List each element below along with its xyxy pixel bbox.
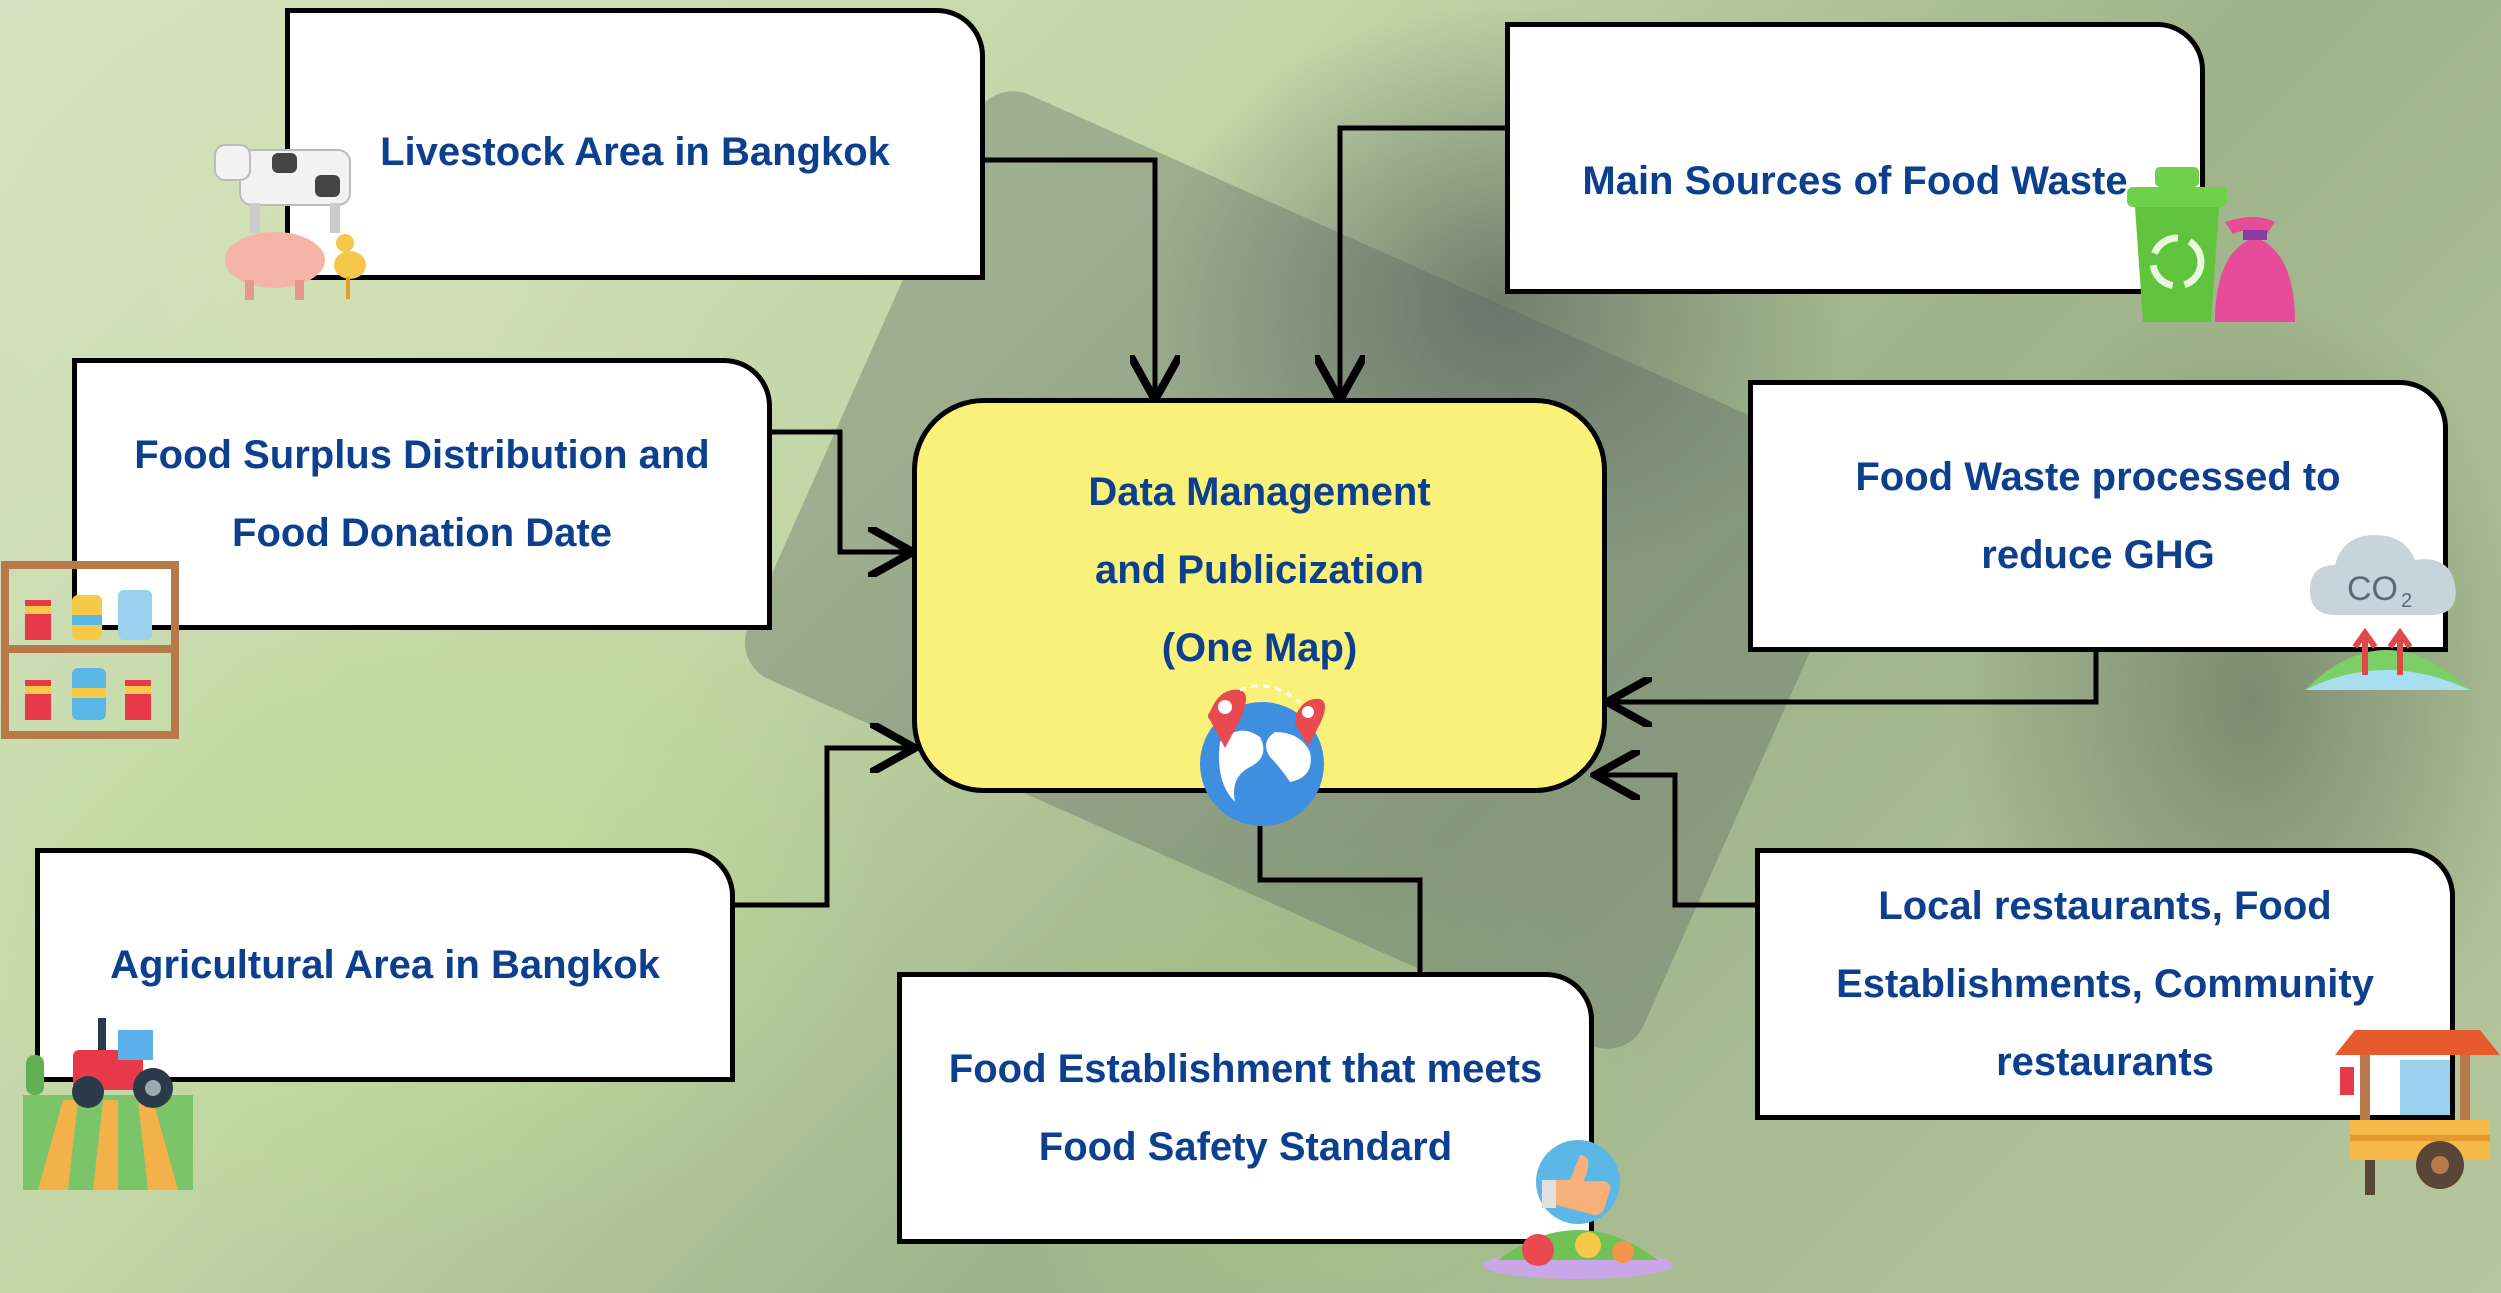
arrow-livestock: [982, 157, 1155, 395]
pantry-shelf-icon: [1, 561, 179, 739]
node-label: Main Sources of Food Waste: [1582, 159, 2128, 203]
arrow-food-surplus: [770, 429, 908, 552]
node-label-line3: restaurants: [1996, 1040, 2214, 1084]
node-label-line1: Local restaurants, Food: [1878, 884, 2332, 928]
node-label-line2: Establishments, Community: [1836, 962, 2374, 1006]
node-food-safety: Food Establishment that meets Food Safet…: [897, 972, 1594, 1244]
globe-map-pin-icon: [1200, 684, 1325, 826]
node-label-line2: Food Safety Standard: [1038, 1125, 1453, 1169]
thumbs-up-food-icon: [1483, 1140, 1673, 1279]
arrow-restaurants: [1600, 775, 1758, 908]
co2-cloud-icon: CO 2: [2305, 535, 2470, 690]
center-title-line3: (One Map): [1161, 626, 1358, 670]
node-food-surplus: Food Surplus Distribution and Food Donat…: [72, 358, 772, 630]
node-label-line2: Food Donation Date: [232, 511, 612, 555]
node-local-restaurants: Local restaurants, Food Establishments, …: [1755, 848, 2455, 1120]
recycle-bin-icon: [2127, 167, 2295, 322]
svg-text:CO: CO: [2347, 570, 2398, 608]
svg-text:2: 2: [2401, 590, 2412, 612]
farm-animals-icon: [214, 144, 366, 300]
tractor-field-icon: [23, 1018, 193, 1190]
node-label-line2: reduce GHG: [1981, 533, 2215, 577]
food-cart-icon: [2335, 1030, 2500, 1195]
node-label-line1: Food Surplus Distribution and: [134, 433, 710, 477]
arrow-agricultural: [735, 748, 910, 908]
node-livestock-area: Livestock Area in Bangkok: [285, 8, 985, 280]
center-title-line1: Data Management: [1088, 470, 1431, 514]
arrow-food-waste-sources: [1340, 125, 1505, 395]
line-food-safety: [1257, 795, 1423, 972]
center-title-line2: and Publicization: [1095, 548, 1424, 592]
node-food-waste-sources: Main Sources of Food Waste: [1505, 22, 2205, 294]
node-label: Agricultural Area in Bangkok: [110, 943, 660, 987]
arrow-ghg: [1612, 648, 2099, 702]
node-label: Livestock Area in Bangkok: [380, 130, 890, 174]
node-label-line1: Food Establishment that meets: [948, 1047, 1543, 1091]
node-label-line1: Food Waste processed to: [1855, 455, 2341, 499]
